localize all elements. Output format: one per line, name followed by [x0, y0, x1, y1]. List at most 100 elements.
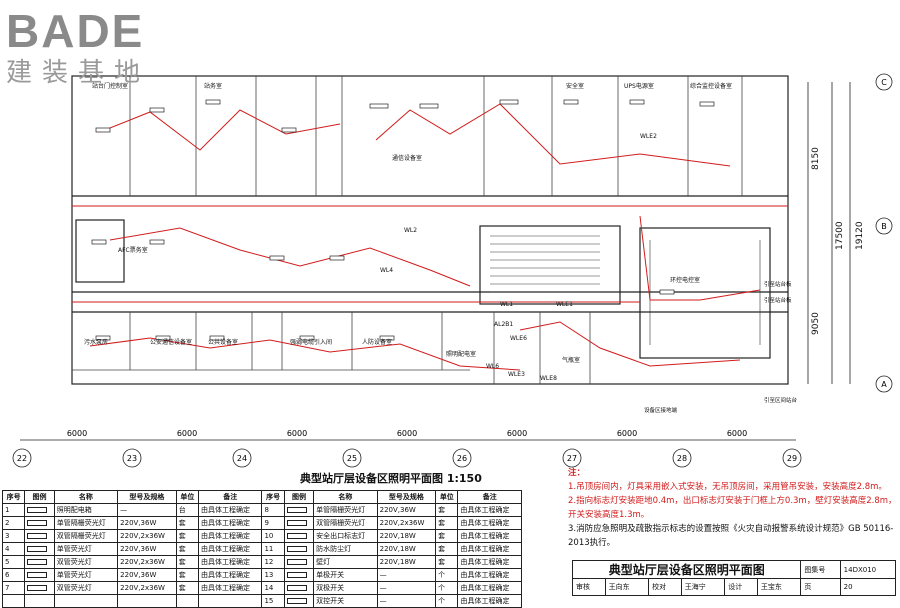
legend-header-row: 序号 图例 名称 型号及规格 单位 备注 序号 图例 名称 型号及规格 单位 备… [1, 490, 522, 504]
room-label: 照明配电室 [446, 350, 476, 358]
legend-cell [53, 594, 119, 608]
legend-cell: — [376, 568, 437, 582]
legend-symbol-icon [24, 581, 55, 595]
legend-cell: 由具体工程确定 [457, 581, 522, 595]
tb-cell: 王海宁 [680, 578, 726, 596]
room-label: 强弱电缆引入间 [290, 338, 332, 346]
room-label: AFC票务室 [118, 246, 148, 254]
legend-symbol-icon [283, 555, 315, 569]
legend-cell: — [117, 503, 177, 517]
legend-symbol-icon [24, 555, 55, 569]
legend-cell: 220V,18W [376, 529, 437, 543]
legend-cell [117, 594, 177, 608]
circuit-label: WL1 [500, 301, 513, 308]
legend-cell: 220V,2x36W [376, 516, 437, 530]
row-axis-markers: CBA [875, 73, 893, 393]
legend-cell: 220V,2x36W [117, 555, 177, 569]
legend-cell: 双控开关 [313, 594, 378, 608]
legend-symbol-icon [283, 594, 315, 608]
legend-cell: 套 [435, 542, 459, 556]
legend-cell: 套 [175, 581, 200, 595]
design-notes: 注： 1.吊顶房间内，灯具采用嵌入式安装，无吊顶房间，采用管吊安装，安装高度2.… [568, 466, 898, 550]
tb-cell: 审核 [572, 578, 606, 596]
legend-cell: 由具体工程确定 [198, 542, 263, 556]
legend-cell: 220V,36W [117, 516, 177, 530]
legend-cell: 由具体工程确定 [457, 503, 522, 517]
axis-label: 24 [237, 454, 247, 463]
light-fixtures [91, 99, 715, 341]
legend-cell: 由具体工程确定 [198, 516, 263, 530]
tb-cell: 王宝东 [756, 578, 802, 596]
dim-label: 8150 [811, 147, 821, 170]
side-notes: 引至站台板 引至站台板 引至区间站台 设备区接地端 [644, 280, 798, 414]
legend-symbol-icon [283, 542, 315, 556]
room-partitions [72, 76, 743, 384]
legend-header: 序号 [261, 490, 285, 504]
legend-symbol-icon [283, 529, 315, 543]
legend-symbol-icon [24, 594, 55, 608]
legend-cell: 由具体工程确定 [457, 555, 522, 569]
axis-bubble [122, 448, 142, 468]
circuit-label: WLE6 [510, 335, 527, 342]
plan-title: 典型站厅层设备区照明平面图 1:150 [300, 472, 482, 485]
room-label: 安全室 [566, 82, 584, 90]
legend-header: 序号 [1, 490, 26, 504]
circuit-label: AL2B1 [494, 321, 513, 328]
legend-cell: 13 [261, 568, 285, 582]
legend-cell: 套 [175, 542, 200, 556]
bay-dimension: 6000 [727, 429, 747, 438]
legend-cell: 6 [1, 568, 26, 582]
axis-label: 26 [457, 454, 467, 463]
legend-header: 图例 [283, 490, 315, 504]
drawing-title: 典型站厅层设备区照明平面图 [571, 560, 802, 579]
legend-cell: 套 [435, 555, 459, 569]
legend-cell: 15 [261, 594, 285, 608]
legend-header: 型号及规格 [376, 490, 437, 504]
legend-cell [175, 594, 200, 608]
legend-cell: 个 [435, 568, 459, 582]
dim-label: 17500 [835, 221, 845, 250]
legend-cell: 壁灯 [313, 555, 378, 569]
axis-bubble [12, 448, 32, 468]
legend-cell: 单管隔栅荧光灯 [313, 503, 378, 517]
room-label: 污水泵房 [84, 338, 108, 346]
legend-cell: 3 [1, 529, 26, 543]
legend-cell: 套 [435, 503, 459, 517]
room-label: 站务室 [204, 82, 222, 90]
legend-cell: 单管荧光灯 [53, 568, 119, 582]
legend-cell: 1 [1, 503, 26, 517]
legend-header: 名称 [53, 490, 119, 504]
legend-cell: 220V,18W [376, 555, 437, 569]
bay-dimension: 6000 [177, 429, 197, 438]
dim-label: 9050 [811, 312, 821, 335]
tb-cell: 校对 [648, 578, 682, 596]
circuit-label: WLE8 [540, 375, 557, 382]
legend-cell: 单管隔栅荧光灯 [53, 516, 119, 530]
legend-cell: 单极开关 [313, 568, 378, 582]
bay-dimension: 6000 [617, 429, 637, 438]
logo: BADE 建装基地 [6, 8, 206, 106]
legend-cell: 套 [435, 516, 459, 530]
legend-cell: 2 [1, 516, 26, 530]
legend-cell: 12 [261, 555, 285, 569]
legend-header: 备注 [198, 490, 263, 504]
circuit-labels: WLE2 WLE1 WLE3 WLE6 WLE8 AL2B1 WL1 WL2 W… [380, 133, 657, 382]
legend-symbol-icon [283, 516, 315, 530]
room-label: 公安通信设备室 [150, 338, 192, 346]
legend-symbol-icon [24, 529, 55, 543]
legend-cell: — [376, 581, 437, 595]
notes-title: 注： [568, 468, 586, 478]
legend-cell: 单管荧光灯 [53, 542, 119, 556]
axis-bubble [232, 448, 252, 468]
axis-label: 29 [787, 454, 797, 463]
note-item: 3.消防应急照明及疏散指示标志的设置按照《火灾自动报警系统设计规范》GB 501… [568, 524, 894, 548]
legend-symbol-icon [283, 568, 315, 582]
logo-subtitle: 建装基地 [6, 58, 151, 88]
legend-header: 单位 [175, 490, 200, 504]
legend-cell: 由具体工程确定 [457, 594, 522, 608]
legend-cell: 双管隔栅荧光灯 [313, 516, 378, 530]
